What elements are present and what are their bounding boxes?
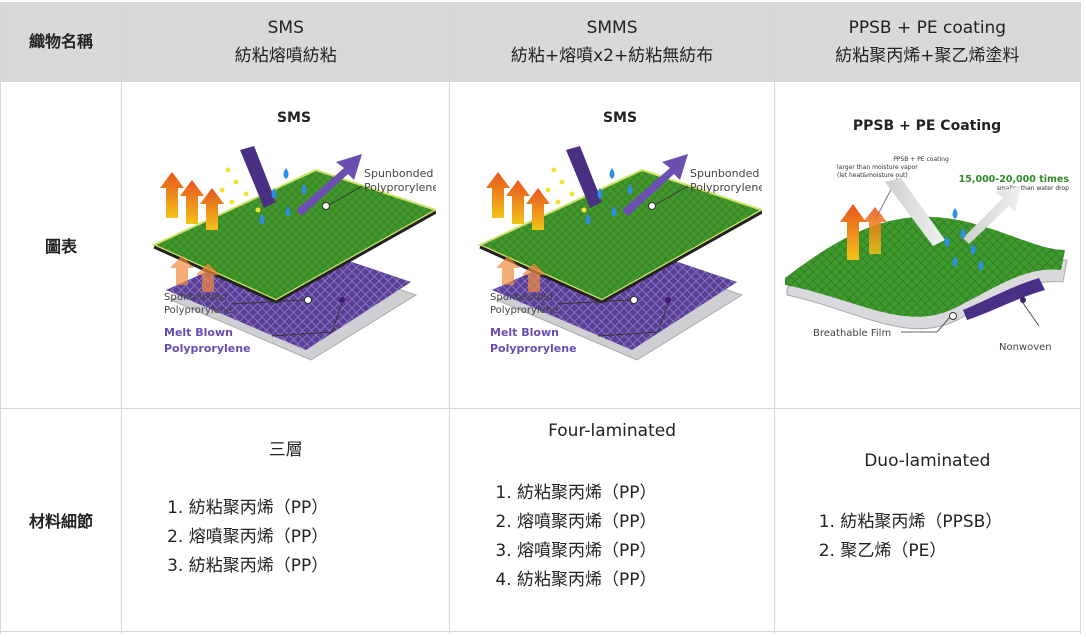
table-tail-row <box>0 631 1082 634</box>
label-small-2: larger than moisture vapor <box>837 164 918 171</box>
detail-list: 1. 紡粘聚丙烯（PP） 2. 熔噴聚丙烯（PP） 3. 熔噴聚丙烯（PP） 4… <box>495 479 656 595</box>
header-sms: SMS 紡粘熔噴紡粘 <box>121 2 451 82</box>
detail-item: 3. 熔噴聚丙烯（PP） <box>495 541 657 561</box>
header-desc: 紡粘熔噴紡粘 <box>234 46 337 66</box>
label-top-1: Spunbonded <box>690 167 759 180</box>
detail-cell-ppsb: Duo-laminated 1. 紡粘聚丙烯（PPSB） 2. 聚乙烯（PE） <box>773 408 1082 632</box>
row-label-diagram: 圖表 <box>0 81 123 409</box>
detail-row: 材料細節 三層 1. 紡粘聚丙烯（PP） 2. 熔噴聚丙烯（PP） 3. 紡粘聚… <box>0 408 1082 632</box>
detail-title: Duo-laminated <box>864 451 991 471</box>
detail-cell-sms: 三層 1. 紡粘聚丙烯（PP） 2. 熔噴聚丙烯（PP） 3. 紡粘聚丙烯（PP… <box>121 408 451 632</box>
detail-title: Four-laminated <box>548 421 677 441</box>
header-smms: SMMS 紡粘+熔噴x2+紡粘無紡布 <box>449 2 775 82</box>
detail-item: 4. 紡粘聚丙烯（PP） <box>495 570 657 590</box>
label-mid-2: Polyprorylene <box>164 305 232 316</box>
sms-figure-cell: SMS <box>121 81 451 409</box>
figure-title: PPSB + PE Coating <box>853 118 1001 134</box>
label-top-1: Spunbonded <box>364 167 433 180</box>
smms-figure-cell: SMS <box>449 81 775 409</box>
detail-item: 1. 紡粘聚丙烯（PP） <box>495 483 657 503</box>
label-bot-2: Polyprorylene <box>164 342 251 355</box>
row-label-detail: 材料細節 <box>0 408 123 632</box>
label-small-1: PPSB + PE coating <box>894 156 950 163</box>
label-bot-1: Melt Blown <box>164 326 233 339</box>
figure-title: SMS <box>277 110 311 126</box>
figure-title: SMS <box>603 110 637 126</box>
detail-item: 2. 熔噴聚丙烯（PP） <box>167 527 329 547</box>
detail-item: 2. 熔噴聚丙烯（PP） <box>495 512 657 532</box>
label-bot-2: Polyprorylene <box>490 342 577 355</box>
header-desc: 紡粘+熔噴x2+紡粘無紡布 <box>510 46 714 66</box>
smms-layer-diagram: SMS <box>477 110 763 361</box>
detail-title: 三層 <box>268 440 303 460</box>
detail-cell-smms: Four-laminated 1. 紡粘聚丙烯（PP） 2. 熔噴聚丙烯（PP）… <box>449 408 775 632</box>
ppsb-pe-diagram: PPSB + PE Coating PPSB + PE coating larg… <box>785 118 1070 353</box>
header-ppsb: PPSB + PE coating 紡粘聚丙烯+聚乙烯塗料 <box>773 2 1082 82</box>
header-name: SMS <box>267 18 304 38</box>
label-nonwoven: Nonwoven <box>999 342 1052 353</box>
detail-item: 1. 紡粘聚丙烯（PPSB） <box>818 512 1003 532</box>
detail-list: 1. 紡粘聚丙烯（PPSB） 2. 聚乙烯（PE） <box>819 508 1003 566</box>
detail-item: 3. 紡粘聚丙烯（PP） <box>167 556 329 576</box>
sms-layer-diagram: SMS <box>151 110 436 361</box>
header-label: 織物名稱 <box>0 2 123 82</box>
ppsb-figure-cell: PPSB + PE Coating PPSB + PE coating larg… <box>773 81 1082 409</box>
detail-list: 1. 紡粘聚丙烯（PP） 2. 熔噴聚丙烯（PP） 3. 紡粘聚丙烯（PP） <box>167 494 328 581</box>
label-film: Breathable Film <box>813 328 891 339</box>
label-mid-1: Spunbonded <box>164 292 227 303</box>
label-small-3: (let heat&moisture out) <box>837 172 908 179</box>
diagram-row: 圖表 SMS <box>0 81 1082 409</box>
header-desc: 紡粘聚丙烯+聚乙烯塗料 <box>835 46 1020 66</box>
label-bot-1: Melt Blown <box>490 326 559 339</box>
label-mid-1: Spunbonded <box>490 292 553 303</box>
detail-item: 2. 聚乙烯（PE） <box>818 541 947 561</box>
header-name: PPSB + PE coating <box>848 18 1007 38</box>
label-top-2: Polyprorylene <box>690 181 762 194</box>
header-row: 織物名稱 SMS 紡粘熔噴紡粘 SMMS 紡粘+熔噴x2+紡粘無紡布 PPSB … <box>0 2 1082 82</box>
detail-item: 1. 紡粘聚丙烯（PP） <box>167 498 329 518</box>
header-name: SMMS <box>586 18 638 38</box>
label-small-4: smaller than water drop <box>997 185 1069 192</box>
label-mid-2: Polyprorylene <box>490 305 558 316</box>
label-big-green: 15,000-20,000 times <box>959 174 1070 185</box>
label-top-2: Polyprorylene <box>364 181 436 194</box>
